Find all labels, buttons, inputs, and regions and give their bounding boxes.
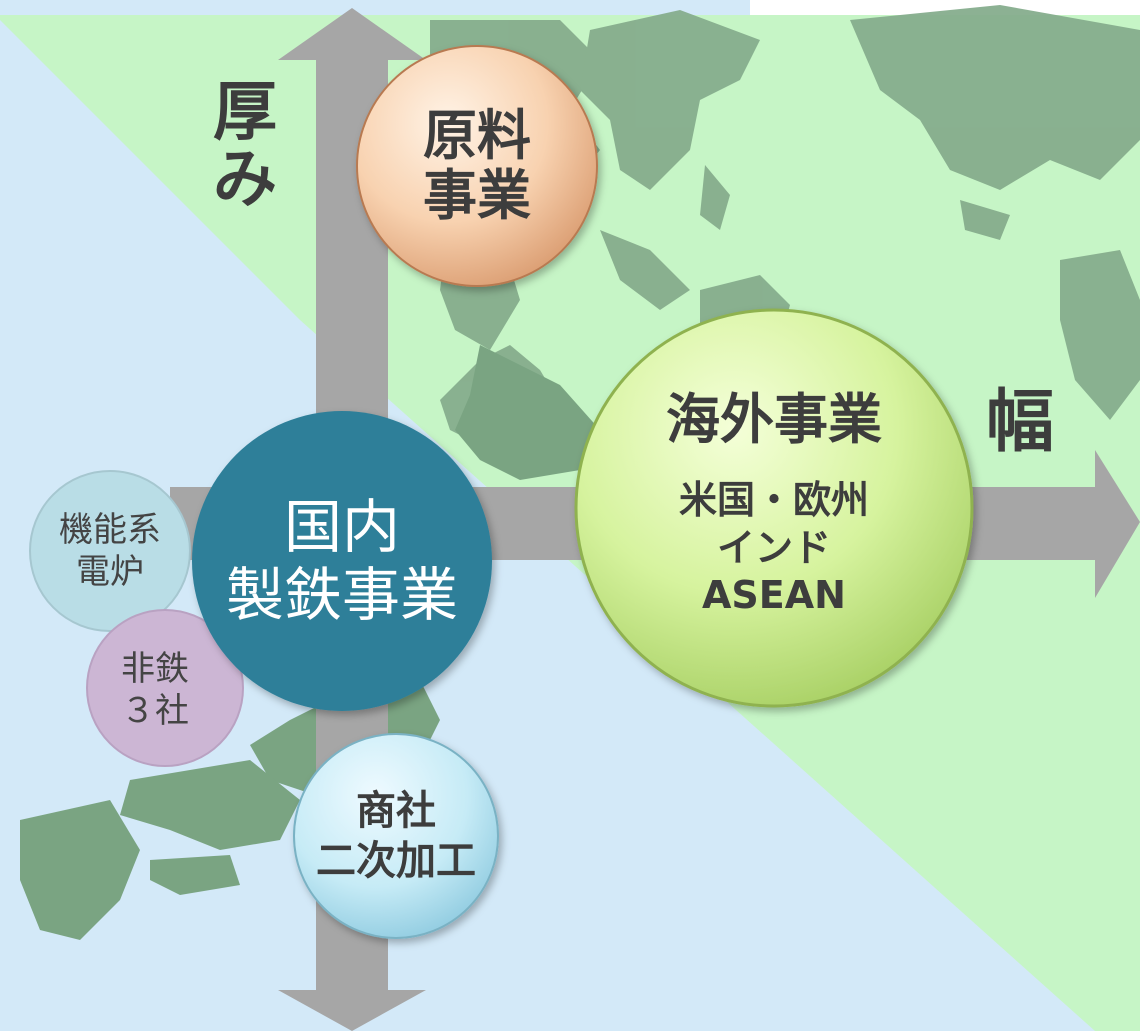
raw-materials-line: 原料 <box>423 103 531 167</box>
vertical-axis-label-line: 厚 <box>213 76 277 150</box>
nonferrous-text: 非鉄 ３社 <box>95 620 215 760</box>
vertical-axis-label: 厚 み <box>200 76 290 218</box>
overseas-region: インド <box>716 525 831 570</box>
functional-eaf-circle <box>29 470 191 632</box>
trading-line: 二次加工 <box>316 838 476 884</box>
overseas-title: 海外事業 <box>666 388 882 452</box>
functional-eaf-text: 機能系 電炉 <box>40 481 180 621</box>
nonferrous-line: ３社 <box>121 691 189 731</box>
functional-eaf-line: 電炉 <box>76 552 144 592</box>
overseas-region: ASEAN <box>702 573 846 618</box>
trading-text: 商社 二次加工 <box>301 766 491 906</box>
domestic-steel-line: 国内 <box>283 492 400 561</box>
vertical-axis-label-line: み <box>213 143 277 218</box>
overseas-text: 海外事業 米国・欧州 インド ASEAN <box>616 345 932 665</box>
trading-line: 商社 <box>356 788 436 834</box>
trading-circle <box>293 733 499 939</box>
domestic-steel-circle <box>192 411 492 711</box>
horizontal-axis-label: 幅 <box>985 383 1054 462</box>
raw-materials-line: 事業 <box>423 164 531 227</box>
raw-materials-text: 原料 事業 <box>377 66 577 266</box>
domestic-steel-line: 製鉄事業 <box>225 561 458 629</box>
raw-materials-circle <box>356 45 598 287</box>
nonferrous-line: 非鉄 <box>121 648 189 689</box>
top-white-strip <box>750 0 1140 15</box>
nonferrous-circle <box>86 609 244 767</box>
domestic-steel-text: 国内 製鉄事業 <box>202 466 482 656</box>
functional-eaf-line: 機能系 <box>59 509 161 550</box>
overseas-region: 米国・欧州 <box>678 478 869 523</box>
overseas-circle <box>574 308 974 708</box>
